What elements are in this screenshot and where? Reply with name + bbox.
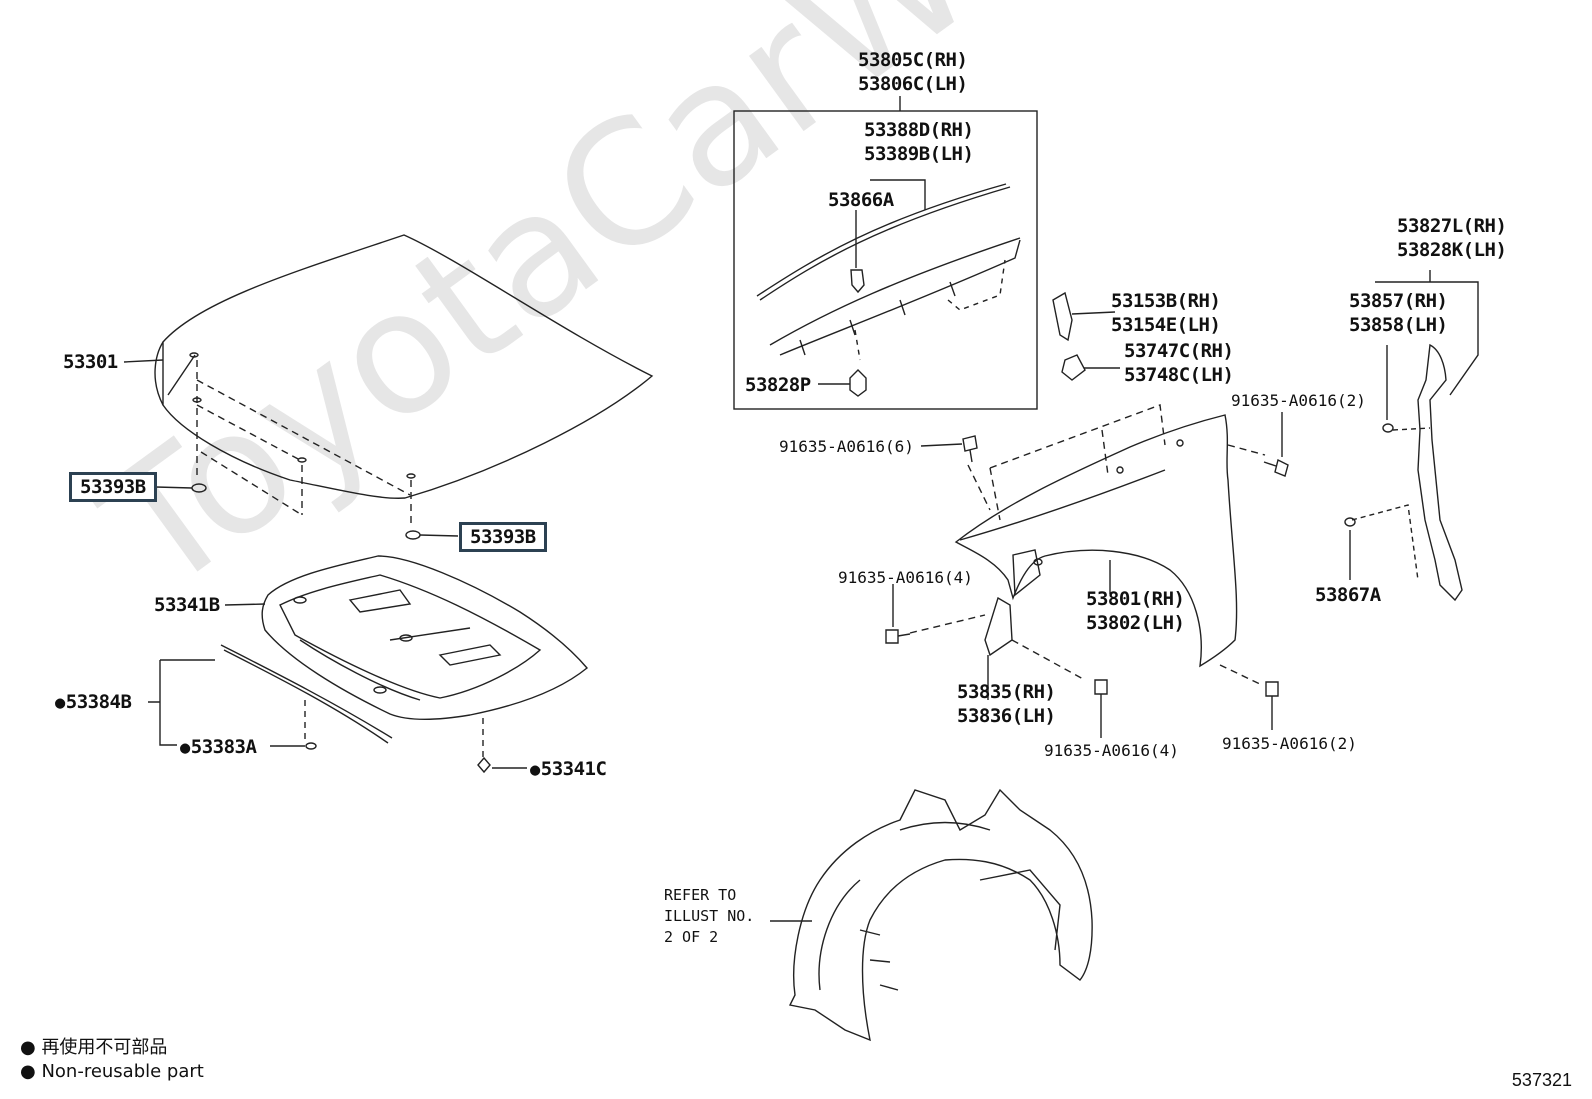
label-53866a[interactable]: 53866A [828, 189, 894, 211]
side-protector [1344, 270, 1479, 602]
label-53858[interactable]: 53858(LH) [1349, 314, 1448, 336]
fender-bracket [984, 596, 1013, 700]
bolt-icons [885, 412, 1289, 738]
cowl-box [733, 96, 1038, 410]
label-53301[interactable]: 53301 [63, 351, 118, 373]
label-53393b-right[interactable]: 53393B [459, 522, 547, 552]
label-53835[interactable]: 53835(RH) [957, 681, 1056, 703]
label-53384b[interactable]: 53384B [55, 690, 132, 715]
label-53341b[interactable]: 53341B [154, 594, 220, 616]
label-53867a[interactable]: 53867A [1315, 584, 1381, 606]
legend-en: ● Non-reusable part [20, 1060, 204, 1084]
refer-note: REFER TO ILLUST NO. 2 OF 2 [664, 886, 755, 946]
fender-liner [770, 788, 1093, 1042]
label-bolt-2-lower[interactable]: 91635-A0616(2) [1222, 734, 1357, 753]
label-53341c[interactable]: 53341C [530, 757, 607, 782]
legend-jp-text: 再使用不可部品 [41, 1037, 168, 1058]
label-53836[interactable]: 53836(LH) [957, 705, 1056, 727]
hood-insulator [224, 555, 588, 721]
label-bolt-4-lower[interactable]: 91635-A0616(4) [1044, 741, 1179, 760]
bullet-icon: ● [20, 1037, 42, 1058]
legend-jp: ● 再使用不可部品 [20, 1036, 167, 1060]
label-53388d[interactable]: 53388D(RH) [864, 119, 974, 141]
label-53802[interactable]: 53802(LH) [1086, 612, 1185, 634]
front-fender [909, 404, 1266, 686]
label-53393b-left[interactable]: 53393B [69, 472, 157, 502]
label-bolt-4-upper[interactable]: 91635-A0616(4) [838, 568, 973, 587]
label-53828p[interactable]: 53828P [745, 374, 811, 396]
fender-pads [1052, 291, 1120, 381]
legend-en-text: Non-reusable part [41, 1061, 204, 1082]
label-53805c[interactable]: 53805C(RH) [858, 49, 968, 71]
hood-cushion-icons [155, 483, 459, 540]
label-53806c[interactable]: 53806C(LH) [858, 73, 968, 95]
label-53801[interactable]: 53801(RH) [1086, 588, 1185, 610]
label-53747c[interactable]: 53747C(RH) [1124, 340, 1234, 362]
label-53857[interactable]: 53857(RH) [1349, 290, 1448, 312]
label-53828k[interactable]: 53828K(LH) [1397, 239, 1507, 261]
label-53748c[interactable]: 53748C(LH) [1124, 364, 1234, 386]
illustration-number: 537321 [1511, 1070, 1572, 1090]
hood-seal-strip [148, 644, 527, 774]
label-bolt-6[interactable]: 91635-A0616(6) [779, 437, 914, 456]
label-53153b[interactable]: 53153B(RH) [1111, 290, 1221, 312]
bullet-icon: ● [20, 1061, 42, 1082]
label-53827l[interactable]: 53827L(RH) [1397, 215, 1507, 237]
label-53383a[interactable]: 53383A [180, 735, 257, 760]
label-bolt-2-upper[interactable]: 91635-A0616(2) [1231, 391, 1366, 410]
label-53389b[interactable]: 53389B(LH) [864, 143, 974, 165]
hood-panel [123, 234, 654, 527]
label-53154e[interactable]: 53154E(LH) [1111, 314, 1221, 336]
